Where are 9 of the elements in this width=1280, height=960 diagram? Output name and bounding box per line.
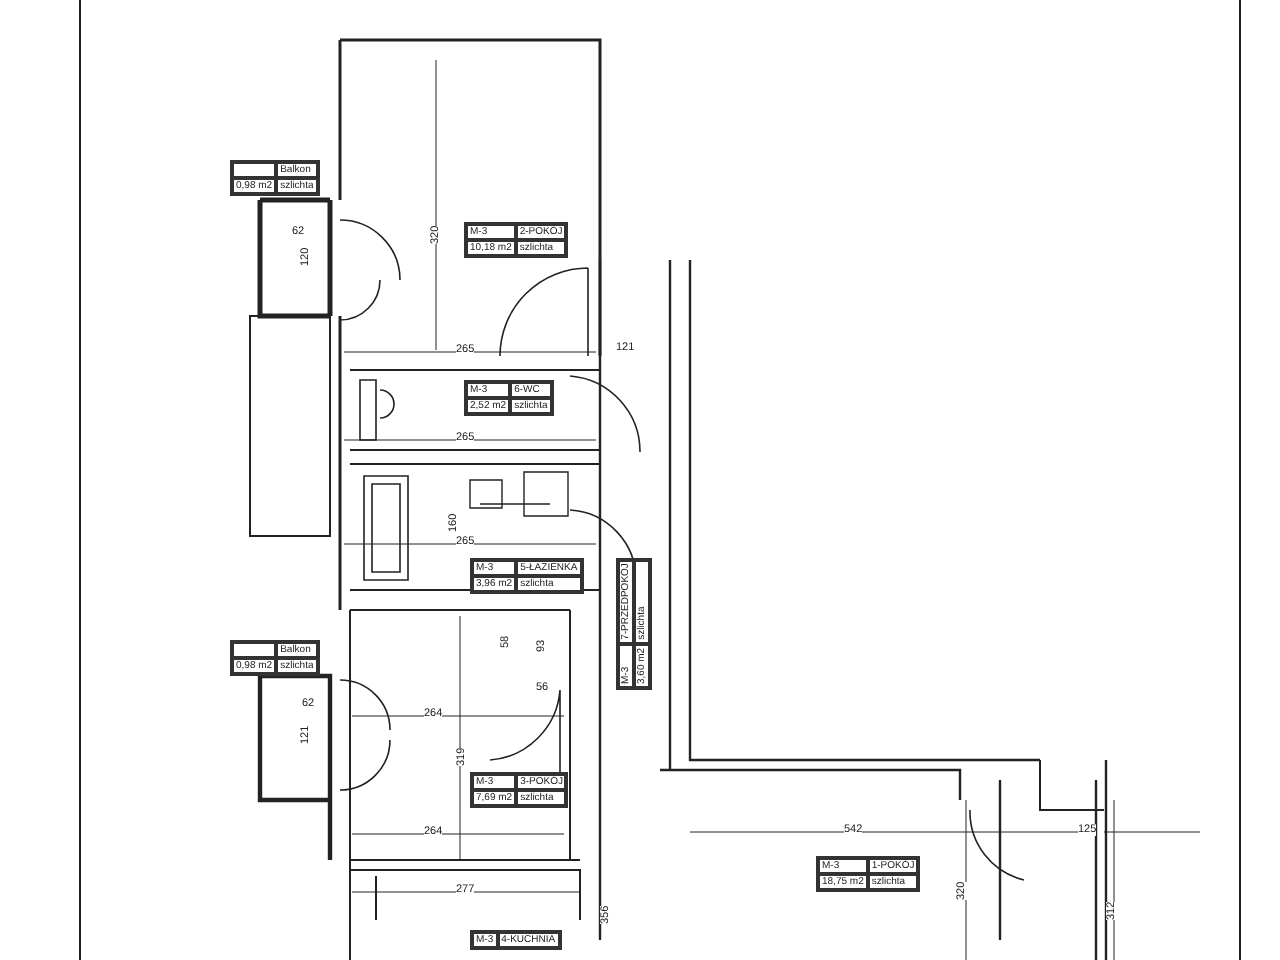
room-label-table — [470, 558, 584, 594]
room-label-table — [464, 380, 554, 416]
room-label-table — [230, 640, 320, 676]
room-label-table — [616, 557, 652, 690]
room-label-table — [816, 856, 921, 892]
room-label-table — [464, 222, 569, 258]
room-label-table — [470, 930, 562, 950]
room-label-table — [470, 772, 569, 808]
room-label-table — [230, 160, 320, 196]
